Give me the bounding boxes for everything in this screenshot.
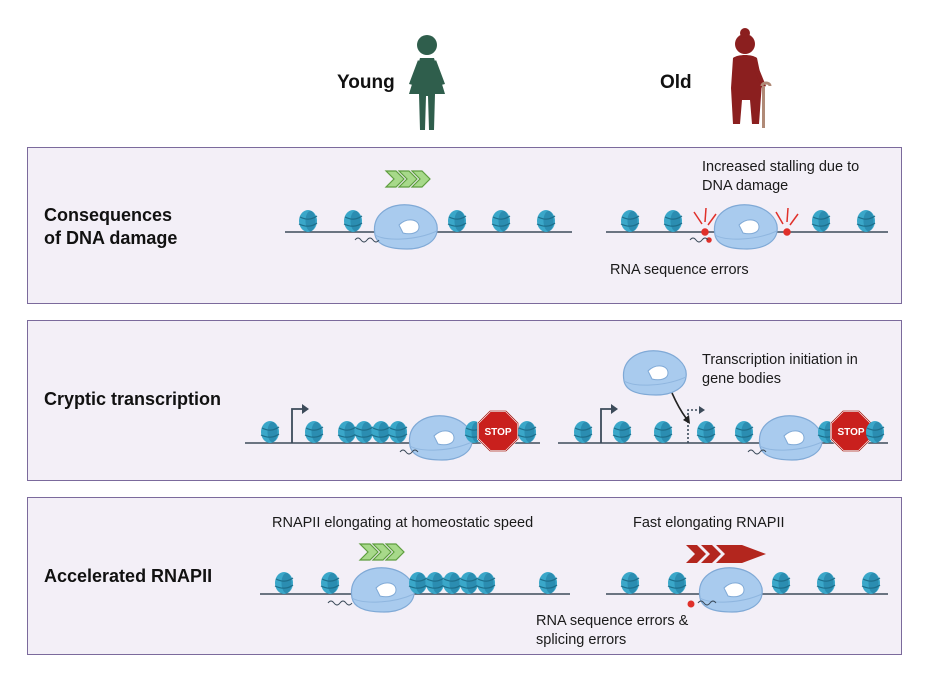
nucleosome bbox=[260, 420, 280, 444]
nucleosome bbox=[696, 420, 716, 444]
nucleosome bbox=[861, 571, 881, 595]
nucleosome bbox=[298, 209, 318, 233]
young-label: Young bbox=[337, 72, 395, 93]
elderly-person-icon bbox=[731, 28, 772, 128]
rna-polymerase bbox=[350, 567, 415, 613]
note-line: splicing errors bbox=[536, 632, 627, 648]
nucleosome bbox=[620, 209, 640, 233]
nucleosome bbox=[442, 571, 462, 595]
nucleosome bbox=[816, 571, 836, 595]
nucleosome bbox=[408, 571, 428, 595]
nucleosome bbox=[620, 571, 640, 595]
nucleosome bbox=[663, 209, 683, 233]
nucleosome bbox=[388, 420, 408, 444]
rna-transcript bbox=[697, 600, 717, 606]
rna-polymerase bbox=[758, 415, 823, 461]
rna-transcript bbox=[689, 237, 709, 243]
young-person-icon bbox=[409, 35, 445, 130]
nucleosome bbox=[517, 420, 537, 444]
nucleosome bbox=[612, 420, 632, 444]
nucleosome bbox=[343, 209, 363, 233]
rna-transcript bbox=[747, 449, 767, 455]
nucleosome bbox=[811, 209, 831, 233]
promoter-arrow-icon bbox=[291, 404, 309, 443]
stop-sign-icon: STOP bbox=[477, 410, 519, 452]
fast-speed-arrow bbox=[686, 545, 766, 563]
rna-transcript bbox=[354, 237, 380, 243]
nucleosome bbox=[354, 420, 374, 444]
nucleosome bbox=[653, 420, 673, 444]
initiation-arrow bbox=[671, 392, 687, 419]
nucleosome bbox=[459, 571, 479, 595]
nucleosome bbox=[274, 571, 294, 595]
stop-sign-text: STOP bbox=[837, 427, 864, 438]
rna-error-marker bbox=[687, 600, 695, 608]
cryptic-promoter-arrow-icon bbox=[687, 406, 705, 443]
normal-speed-arrow bbox=[359, 543, 405, 561]
dna-damage-icon bbox=[775, 207, 799, 236]
rna-polymerase bbox=[698, 567, 763, 613]
nucleosome bbox=[538, 571, 558, 595]
note-initiation: Transcription initiation in gene bodies bbox=[702, 351, 858, 389]
normal-speed-arrow bbox=[385, 170, 431, 188]
old-label: Old bbox=[660, 72, 692, 93]
nucleosome bbox=[771, 571, 791, 595]
nucleosome bbox=[856, 209, 876, 233]
note-splicing-errors: RNA sequence errors & splicing errors bbox=[536, 612, 688, 650]
note-rna-errors: RNA sequence errors bbox=[610, 262, 749, 278]
nucleosome bbox=[337, 420, 357, 444]
note-homeostatic: RNAPII elongating at homeostatic speed bbox=[272, 515, 534, 531]
nucleosome bbox=[734, 420, 754, 444]
note-stalling: Increased stalling due to DNA damage bbox=[702, 158, 859, 196]
nucleosome bbox=[667, 571, 687, 595]
panel-title-dna-damage: Consequences of DNA damage bbox=[44, 204, 177, 250]
stop-sign-icon: STOP bbox=[830, 410, 872, 452]
panel-title-accelerated: Accelerated RNAPII bbox=[44, 566, 213, 586]
nucleosome bbox=[865, 420, 885, 444]
panel-title-line: Consequences bbox=[44, 205, 173, 225]
nucleosome bbox=[573, 420, 593, 444]
initiation-arrowhead bbox=[683, 415, 690, 424]
nucleosome bbox=[447, 209, 467, 233]
note-line: Transcription initiation in bbox=[702, 352, 858, 368]
note-fast: Fast elongating RNAPII bbox=[633, 515, 785, 531]
note-line: DNA damage bbox=[702, 178, 789, 194]
note-line: gene bodies bbox=[702, 371, 782, 387]
nucleosome bbox=[476, 571, 496, 595]
rna-polymerase bbox=[408, 415, 473, 461]
rna-transcript bbox=[399, 449, 419, 455]
nucleosome bbox=[536, 209, 556, 233]
dna-damage-icon bbox=[693, 207, 717, 243]
panel-title-line: of DNA damage bbox=[44, 228, 178, 248]
note-line: Increased stalling due to bbox=[702, 159, 860, 175]
nucleosome bbox=[304, 420, 324, 444]
panel-title-cryptic: Cryptic transcription bbox=[44, 389, 222, 409]
rna-polymerase bbox=[713, 204, 778, 250]
nucleosome bbox=[371, 420, 391, 444]
nucleosome bbox=[425, 571, 445, 595]
note-line: RNA sequence errors & bbox=[536, 613, 689, 629]
promoter-arrow-icon bbox=[600, 404, 618, 443]
rna-polymerase bbox=[373, 204, 438, 250]
nucleosome bbox=[320, 571, 340, 595]
nucleosome bbox=[491, 209, 511, 233]
free-rna-polymerase bbox=[622, 350, 687, 396]
stop-sign-text: STOP bbox=[484, 427, 511, 438]
rna-transcript bbox=[327, 600, 353, 606]
